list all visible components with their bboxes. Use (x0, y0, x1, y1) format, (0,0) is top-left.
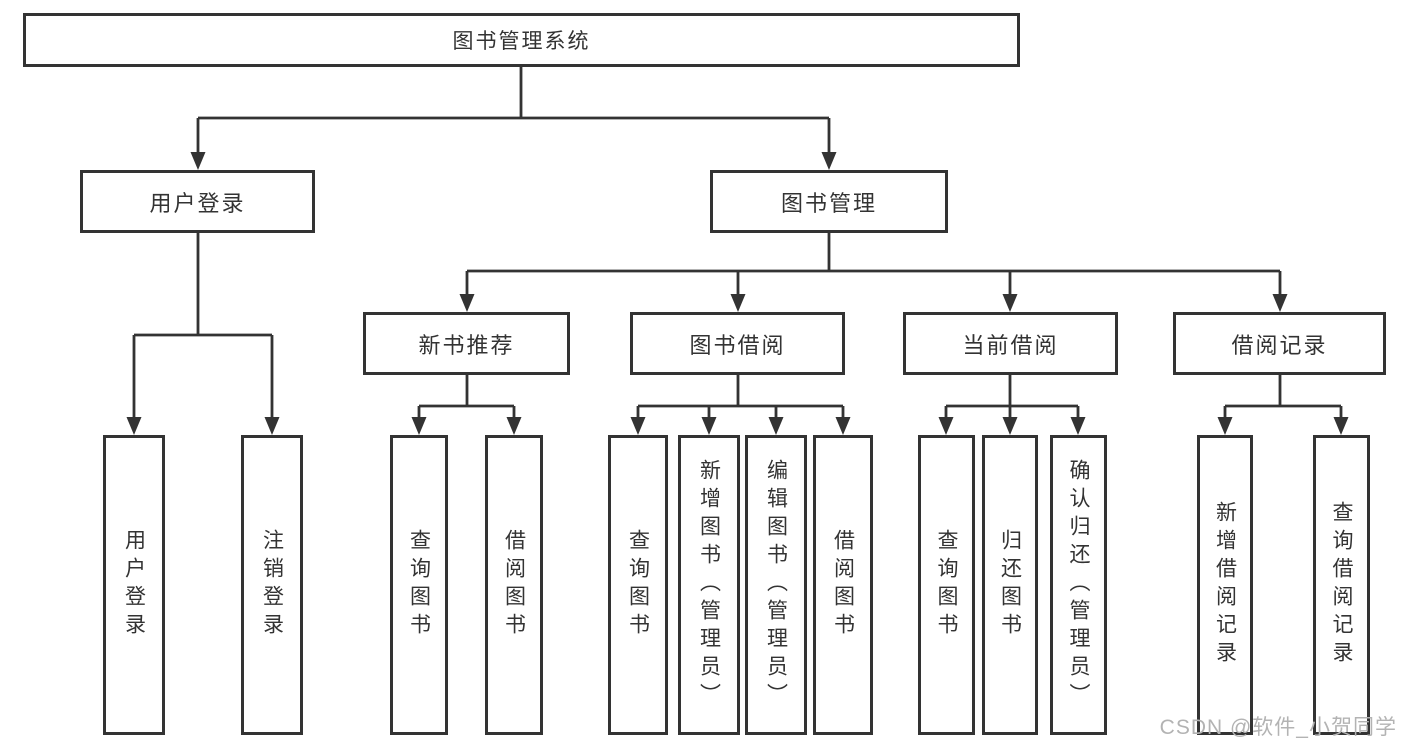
leaf-return-book: 归还图书 (982, 435, 1038, 735)
leaf-borrow-books-recommend: 借阅图书 (485, 435, 543, 735)
connector-user-login-group (126, 233, 280, 435)
node-borrowing-records: 借阅记录 (1173, 312, 1386, 375)
node-book-borrowing: 图书借阅 (630, 312, 845, 375)
node-root: 图书管理系统 (23, 13, 1020, 67)
leaf-query-borrow-record: 查询借阅记录 (1313, 435, 1370, 735)
leaf-logout: 注销登录 (241, 435, 303, 735)
leaf-query-books-recommend: 查询图书 (390, 435, 448, 735)
leaf-borrow-books-borrowing: 借阅图书 (813, 435, 873, 735)
leaf-query-books-current: 查询图书 (918, 435, 975, 735)
leaf-confirm-return-admin: 确认归还（管理员） (1050, 435, 1107, 735)
connector-book-management (459, 233, 1288, 312)
connector-borrowing-records (1217, 375, 1349, 435)
node-book-management: 图书管理 (710, 170, 948, 233)
leaf-add-book-admin: 新增图书（管理员） (678, 435, 740, 735)
leaf-query-books-borrowing: 查询图书 (608, 435, 668, 735)
leaf-edit-book-admin: 编辑图书（管理员） (745, 435, 807, 735)
watermark: CSDN @软件_小贺同学 (1159, 716, 1397, 739)
node-user-login-group: 用户登录 (80, 170, 315, 233)
node-new-book-recommend: 新书推荐 (363, 312, 570, 375)
connector-current-borrowing (938, 375, 1086, 435)
leaf-user-login: 用户登录 (103, 435, 165, 735)
node-current-borrowing: 当前借阅 (903, 312, 1118, 375)
connector-book-borrowing (630, 375, 851, 435)
connector-root-to-level2 (190, 67, 837, 170)
leaf-add-borrow-record: 新增借阅记录 (1197, 435, 1253, 735)
connector-new-book-recommend (411, 375, 522, 435)
